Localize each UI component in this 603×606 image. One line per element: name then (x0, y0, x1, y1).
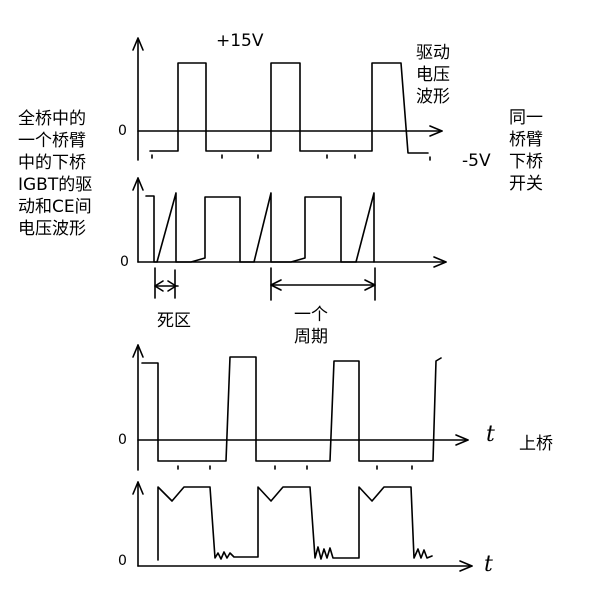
zero-label-2: 0 (120, 254, 129, 270)
t-axis-4-arrow (459, 560, 473, 572)
t-axis-label-1: t (486, 422, 495, 447)
t-axis-1-arrow (429, 125, 443, 137)
zero-label-1: 0 (118, 123, 127, 139)
t-axis-3-arrow (455, 434, 469, 446)
dead-zone-marker (154, 267, 179, 299)
v-axis-1-arrow (132, 37, 144, 51)
dead-zone-label: 死区 (157, 311, 191, 331)
t-axis-2-arrow (433, 256, 447, 268)
v-axis-4-arrow (132, 481, 144, 495)
t-axis-label-2: t (484, 552, 493, 577)
right-description-label: 同一 桥臂 下桥 开关 (509, 108, 543, 194)
drive-wave-1 (149, 62, 429, 154)
v-axis-2-arrow (132, 177, 144, 191)
v-axis-3-arrow (132, 344, 144, 358)
ce-wave-1 (145, 192, 375, 263)
zero-label-3: 0 (118, 432, 127, 448)
upper-ce-waveform (132, 481, 473, 572)
ticks-3 (177, 465, 413, 470)
voltage-minus-5v-label: -5V (462, 151, 491, 171)
drive-waveform-label: 驱动 电压 波形 (416, 43, 450, 107)
ce-wave-4 (157, 486, 433, 561)
lower-drive-waveform (132, 37, 443, 161)
period-marker (270, 267, 376, 301)
zero-label-4: 0 (118, 553, 127, 569)
lower-ce-waveform (132, 177, 447, 268)
drive-wave-3 (141, 356, 442, 462)
period-label: 一个 周期 (294, 305, 328, 347)
left-description-label: 全桥中的 一个桥臂 中的下桥 IGBT的驱 动和CE间 电压波形 (18, 109, 93, 239)
voltage-plus-15v-label: +15V (216, 31, 264, 51)
upper-drive-waveform (132, 344, 469, 471)
ticks-1 (151, 154, 431, 161)
upper-bridge-label: 上桥 (519, 434, 553, 454)
